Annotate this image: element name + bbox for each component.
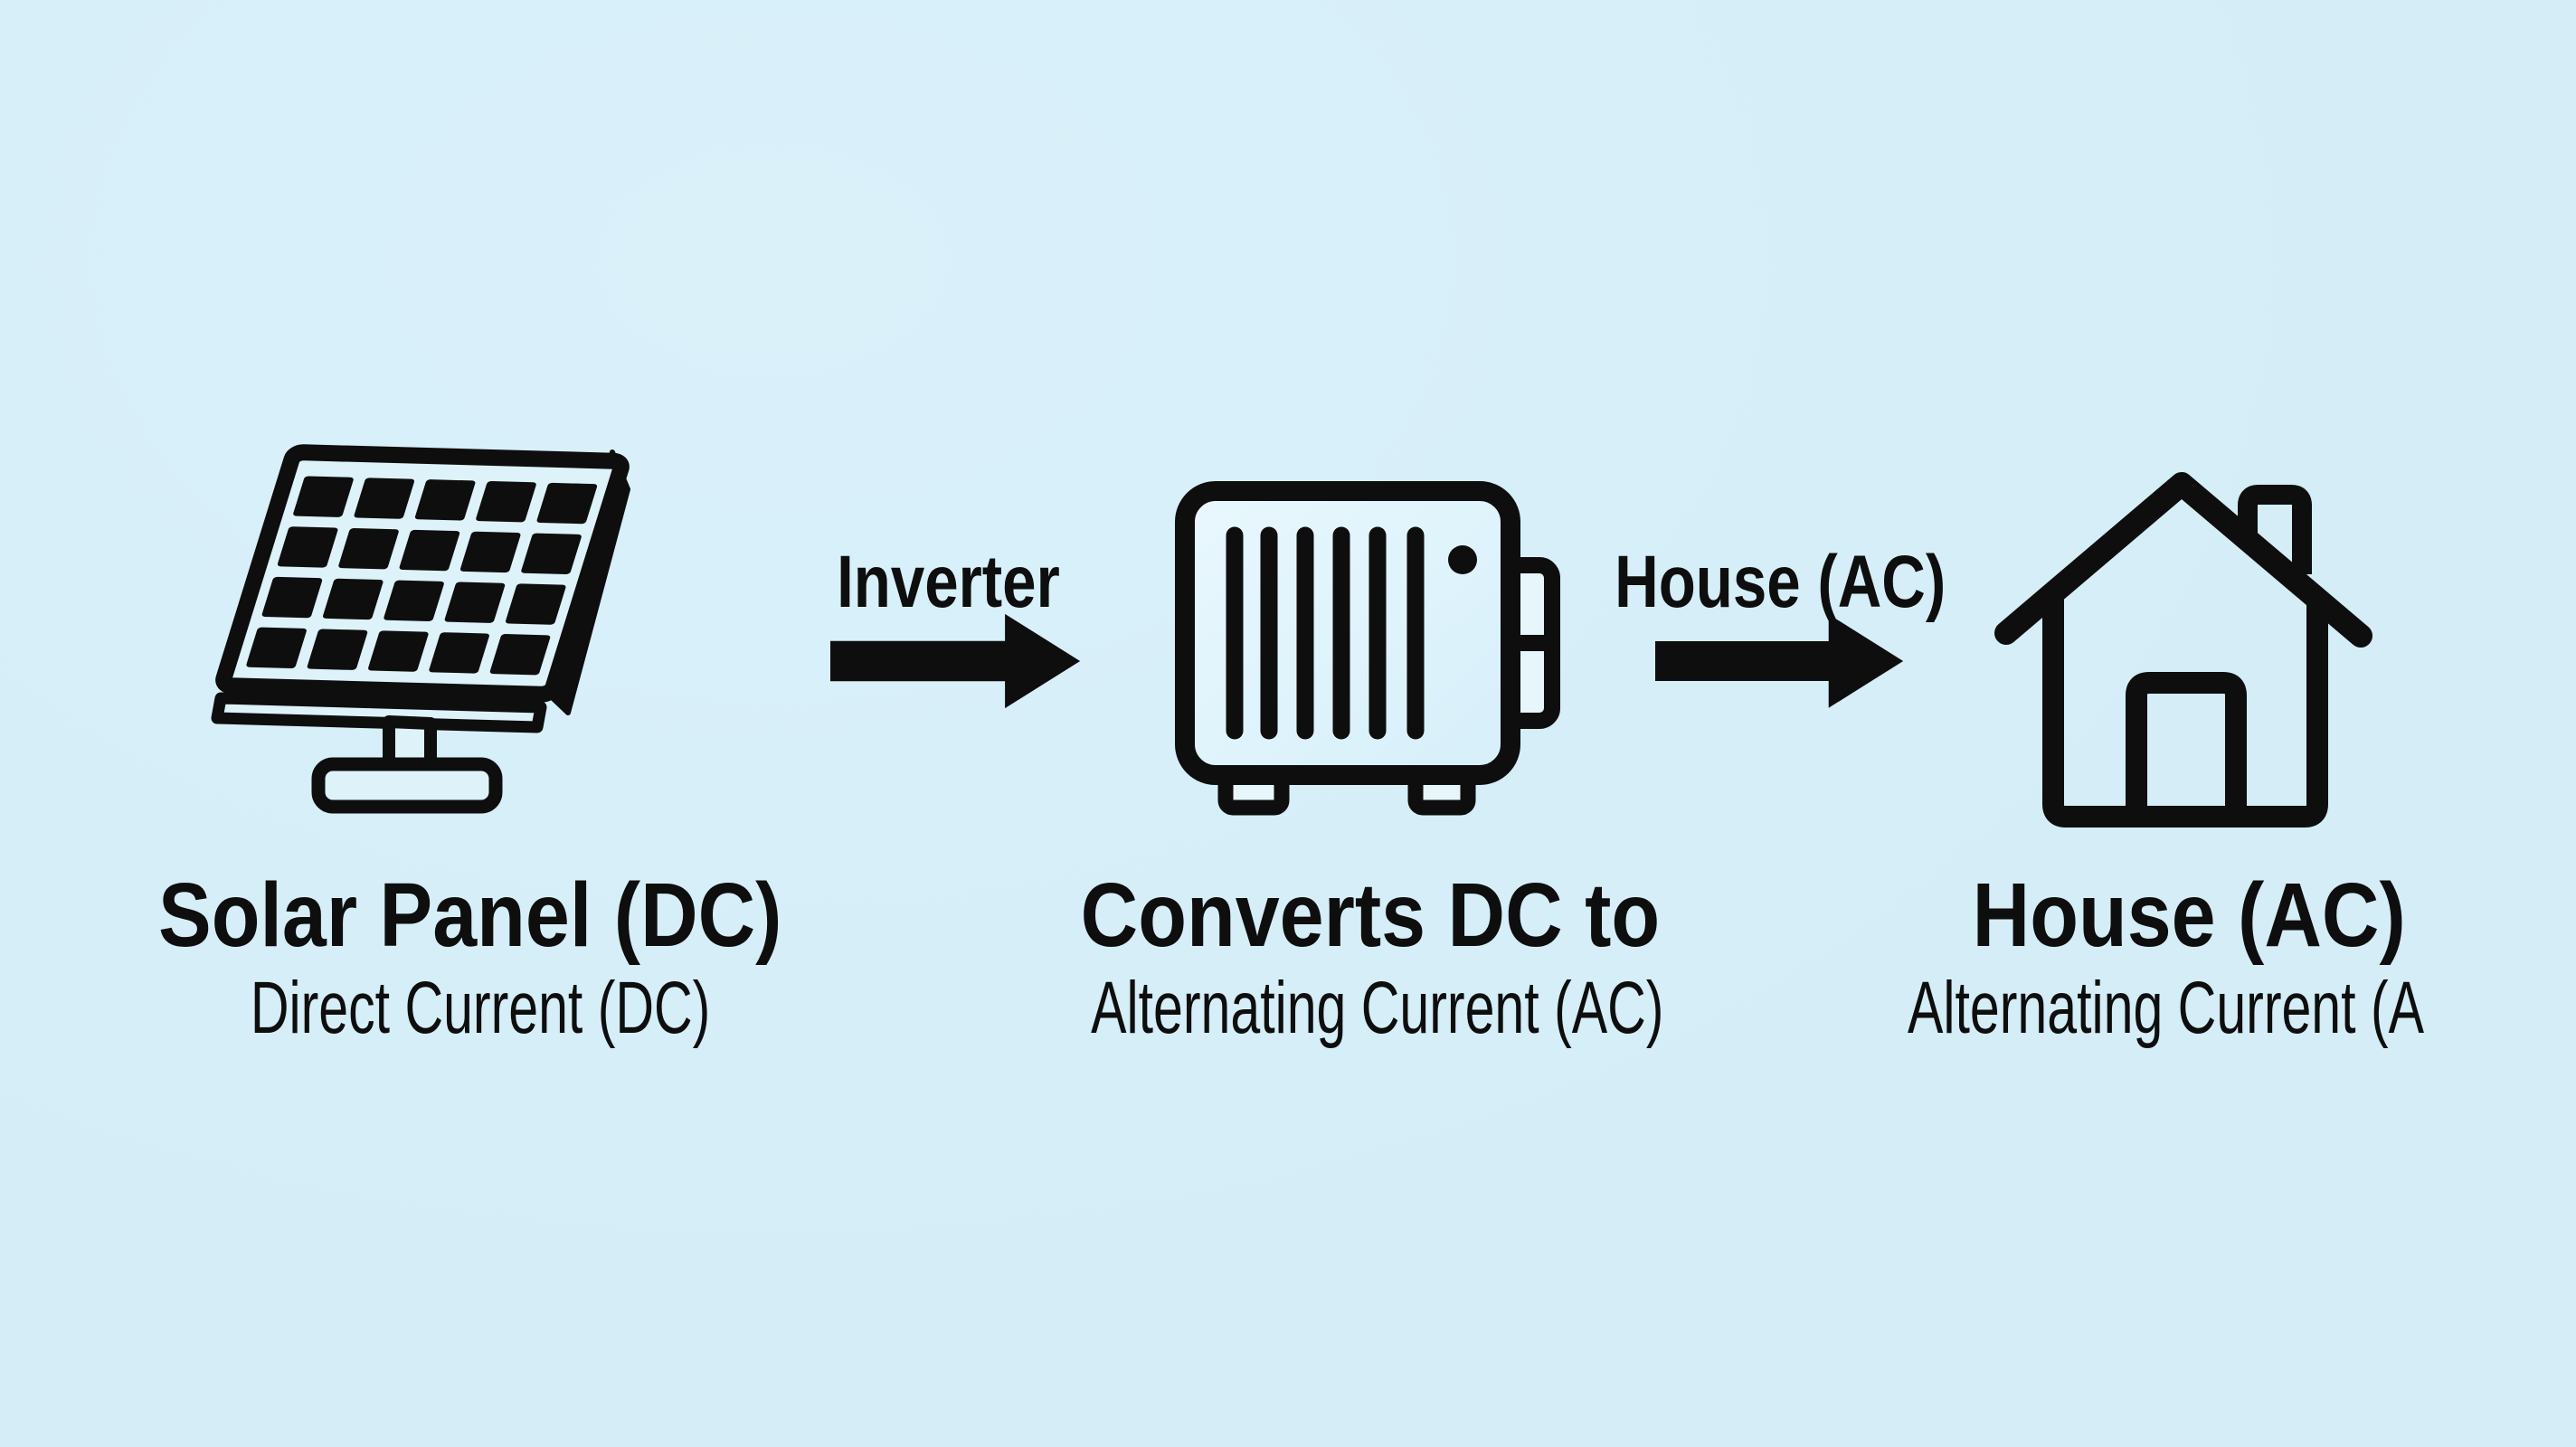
solar-panel-title: Solar Panel (DC) [158, 865, 782, 966]
inverter-subtitle: Alternating Current (AC) [1091, 967, 1664, 1049]
house-subtitle: Alternating Current (A [1907, 967, 2424, 1049]
house-title: House (AC) [1972, 865, 2406, 966]
solar-panel-icon [208, 441, 796, 814]
inverter-icon [1175, 481, 1560, 816]
right-arrow-icon [1655, 614, 1904, 708]
right-arrow-icon [830, 613, 1081, 709]
indicator-dot-icon [1448, 545, 1477, 574]
house-icon [1994, 472, 2372, 828]
arrow-1-label: Inverter [836, 541, 1060, 623]
solar-panel-subtitle: Direct Current (DC) [250, 967, 711, 1049]
inverter-title: Converts DC to [1080, 865, 1661, 966]
arrow-2-label: House (AC) [1614, 541, 1946, 623]
